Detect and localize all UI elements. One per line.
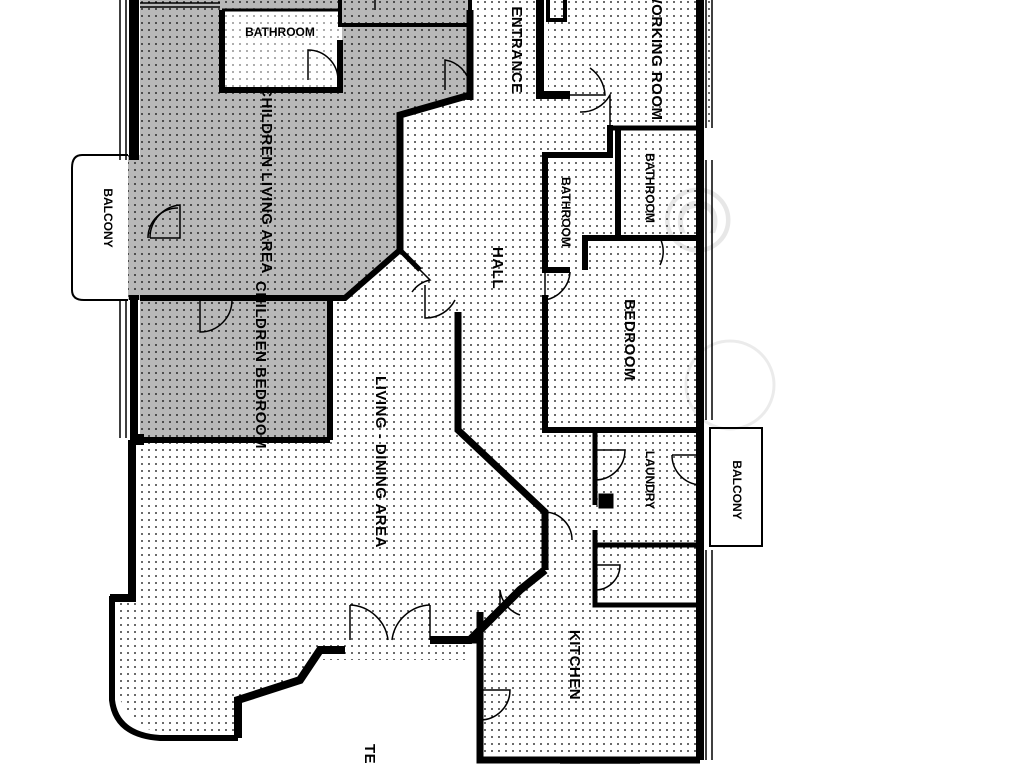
watermark-symbol: © (643, 175, 748, 265)
label-hall: HALL (489, 247, 506, 289)
watermark-circle (684, 339, 776, 431)
doors (147, 0, 701, 721)
balcony-right-outline (709, 427, 763, 547)
top-right-floor (548, 0, 710, 125)
balcony-left-outline (71, 154, 128, 301)
label-bedroom: BEDROOM (621, 299, 638, 381)
label-bathroom-hall: BATHROOM (559, 177, 573, 247)
label-kitchen: KITCHEN (566, 630, 583, 700)
main-floor (120, 0, 700, 760)
label-bathroom-right: BATHROOM (643, 153, 657, 223)
label-children-bedroom: CHILDREN BEDROOM (252, 281, 269, 449)
label-working-room: WORKING ROOM (648, 0, 665, 121)
label-bathroom-top: BATHROOM (245, 25, 315, 39)
bathroom-top-dots (222, 10, 342, 90)
label-balcony-left: BALCONY (101, 188, 115, 247)
walls (109, 0, 704, 764)
label-laundry: LAUNDRY (643, 451, 657, 509)
label-living-dining: LIVING - DINING AREA (372, 376, 389, 548)
label-terrace: TE (361, 744, 378, 764)
windows (119, 0, 713, 764)
label-children-living: CHILDREN LIVING AREA (258, 86, 275, 274)
label-entrance: ENTRANCE (508, 6, 525, 93)
label-balcony-right: BALCONY (730, 460, 744, 519)
